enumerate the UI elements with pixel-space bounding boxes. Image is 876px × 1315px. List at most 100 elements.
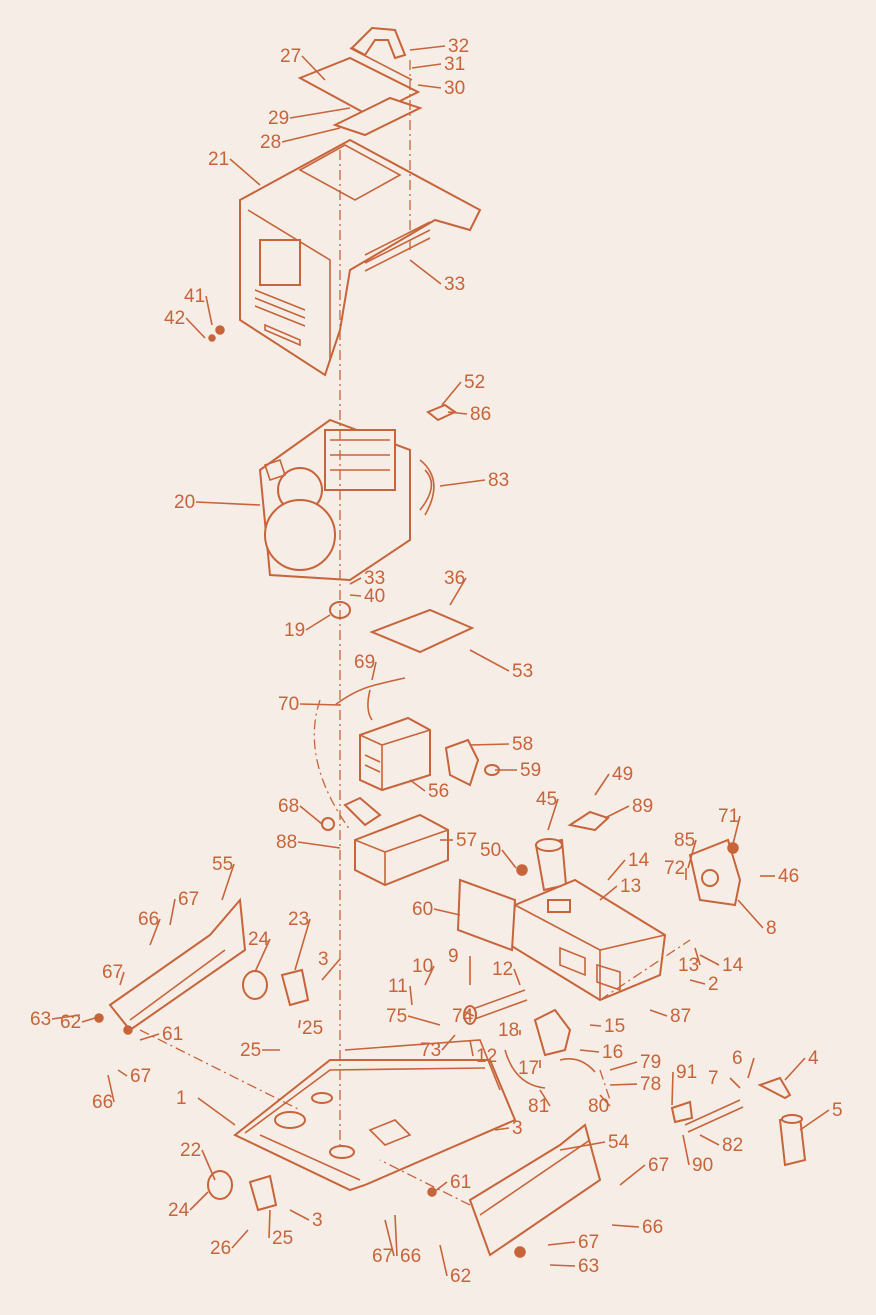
leader-line	[699, 1134, 720, 1146]
leader-line	[433, 908, 461, 916]
leader-line	[411, 63, 442, 69]
leader-line	[185, 317, 206, 339]
leader-line	[189, 1191, 209, 1211]
leader-line	[169, 898, 176, 926]
part-label-81: 81	[528, 1096, 549, 1117]
part-label-27: 27	[280, 46, 301, 67]
part-label-85: 85	[674, 830, 695, 851]
part-label-5: 5	[832, 1100, 843, 1121]
leader-line	[559, 1141, 606, 1151]
part-label-70: 70	[278, 694, 299, 715]
leader-line	[297, 841, 341, 849]
part-label-67: 67	[648, 1155, 669, 1176]
leader-line	[268, 1209, 271, 1239]
part-label-83: 83	[488, 470, 509, 491]
part-label-45: 45	[536, 789, 557, 810]
leader-line	[464, 1011, 475, 1017]
leader-line	[539, 1089, 551, 1107]
part-label-33: 33	[444, 274, 465, 295]
leader-line	[221, 863, 235, 901]
part-label-14: 14	[628, 850, 650, 871]
leader-line	[729, 1077, 741, 1089]
leader-line	[737, 899, 764, 929]
leader-line	[289, 107, 351, 119]
part-label-66: 66	[92, 1092, 113, 1113]
leader-line	[371, 661, 377, 681]
leader-line	[81, 1017, 96, 1023]
leader-line	[409, 259, 442, 285]
leader-line	[254, 938, 271, 973]
part-label-71: 71	[718, 806, 739, 827]
leader-line	[349, 594, 362, 597]
part-label-75: 75	[386, 1006, 407, 1027]
leader-line	[439, 479, 486, 487]
part-label-31: 31	[444, 54, 465, 75]
part-label-28: 28	[260, 132, 281, 153]
part-label-74: 74	[452, 1006, 474, 1027]
part-label-25: 25	[302, 1018, 323, 1039]
part-label-33: 33	[364, 568, 385, 589]
leader-line	[447, 411, 468, 415]
part-label-56: 56	[428, 781, 449, 802]
leader-line	[289, 1209, 310, 1221]
leader-line	[689, 979, 706, 985]
part-label-25: 25	[240, 1040, 261, 1061]
part-label-68: 68	[278, 796, 299, 817]
part-label-88: 88	[276, 832, 297, 853]
part-label-61: 61	[162, 1024, 183, 1045]
part-label-80: 80	[588, 1096, 609, 1117]
leader-line	[51, 1014, 81, 1020]
part-label-36: 36	[444, 568, 465, 589]
leader-line	[547, 1241, 576, 1246]
part-label-14: 14	[722, 955, 744, 976]
part-label-82: 82	[722, 1135, 743, 1156]
part-label-18: 18	[498, 1020, 519, 1041]
leader-line	[321, 958, 341, 981]
leader-line	[201, 1149, 216, 1181]
leader-line	[747, 1057, 755, 1079]
leader-line	[731, 815, 741, 849]
leader-line	[299, 805, 323, 825]
part-label-66: 66	[642, 1217, 663, 1238]
leader-line	[394, 1214, 398, 1257]
part-label-8: 8	[766, 918, 777, 939]
part-label-41: 41	[184, 286, 205, 307]
part-label-67: 67	[130, 1066, 151, 1087]
part-label-26: 26	[210, 1238, 231, 1259]
part-label-22: 22	[180, 1140, 201, 1161]
part-label-79: 79	[640, 1052, 661, 1073]
part-label-67: 67	[578, 1232, 599, 1253]
leader-line	[449, 577, 467, 606]
leader-line	[599, 1094, 611, 1107]
leader-line	[609, 1083, 638, 1086]
part-label-21: 21	[208, 149, 229, 170]
leader-line	[469, 1039, 474, 1057]
leader-line	[439, 1244, 448, 1277]
part-label-6: 6	[732, 1048, 743, 1069]
leader-line	[229, 158, 261, 186]
part-label-42: 42	[164, 308, 185, 329]
part-label-87: 87	[670, 1006, 691, 1027]
callout-labels: 3231302729282133414252868320334036195369…	[30, 36, 843, 1287]
part-label-23: 23	[288, 909, 309, 930]
leader-line	[594, 773, 610, 796]
part-label-25: 25	[272, 1228, 293, 1249]
leader-line	[611, 1224, 640, 1228]
leader-line	[579, 1049, 600, 1053]
part-label-61: 61	[450, 1172, 471, 1193]
leader-line	[429, 1181, 448, 1196]
part-label-2: 2	[708, 974, 719, 995]
part-label-67: 67	[102, 962, 123, 983]
part-label-86: 86	[470, 404, 491, 425]
leader-line	[441, 1034, 456, 1051]
part-label-3: 3	[512, 1118, 523, 1139]
part-label-24: 24	[168, 1200, 190, 1221]
part-label-12: 12	[476, 1046, 497, 1067]
leader-line	[671, 1071, 674, 1106]
part-label-69: 69	[354, 652, 375, 673]
leader-line	[469, 743, 510, 746]
part-label-7: 7	[708, 1068, 719, 1089]
part-label-17: 17	[518, 1058, 539, 1079]
leader-line	[694, 947, 701, 966]
part-label-11: 11	[388, 976, 408, 997]
